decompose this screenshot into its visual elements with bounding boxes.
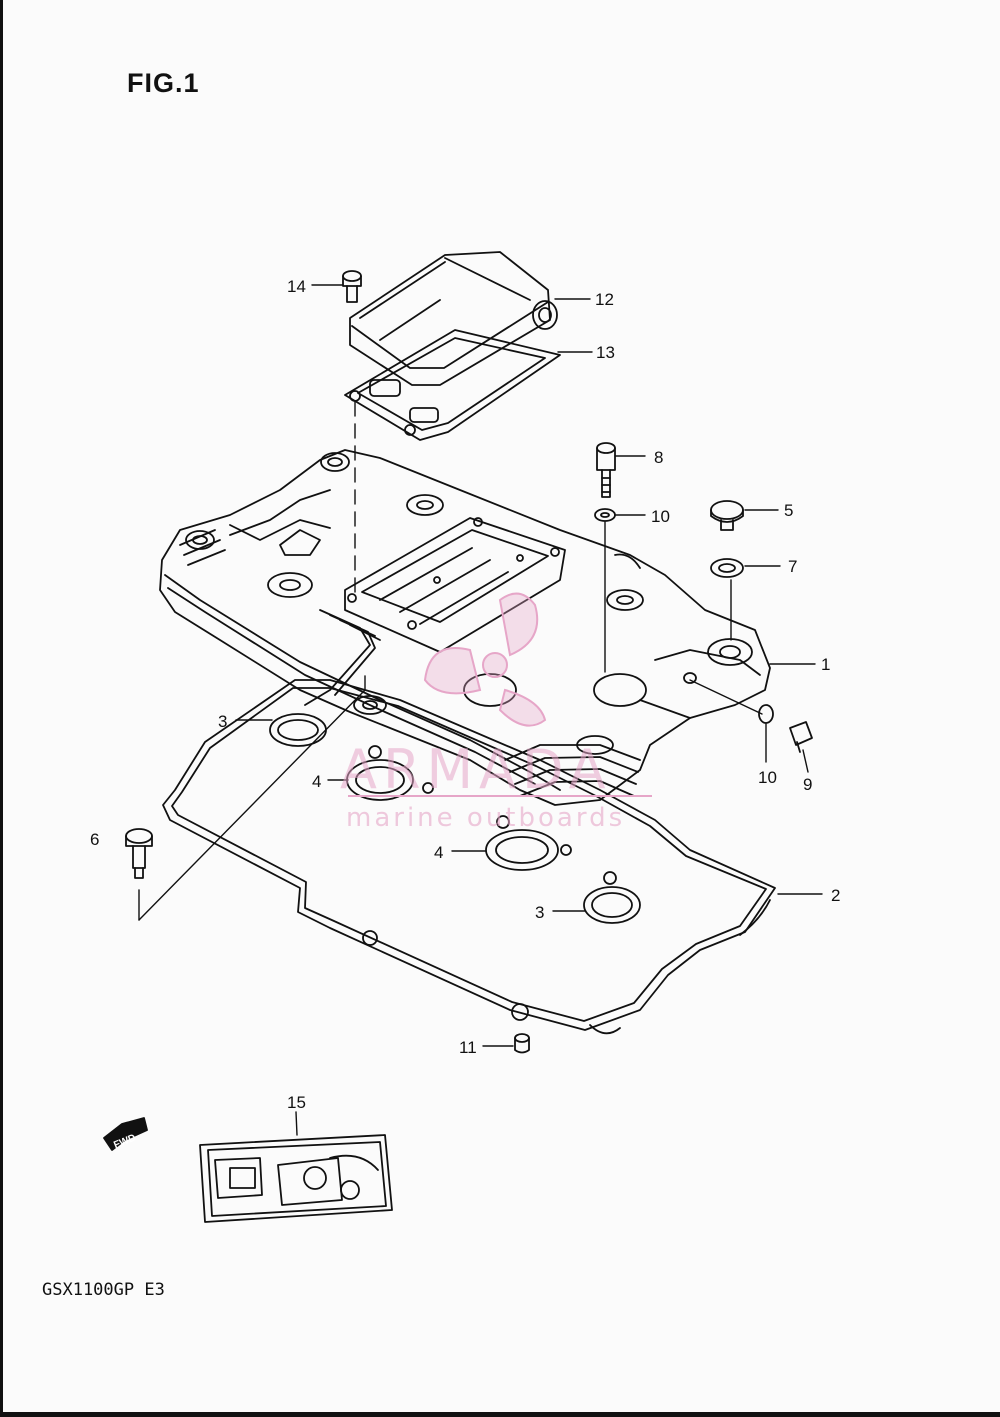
model-code: GSX1100GP E3 — [42, 1280, 165, 1300]
bolt-14-icon — [342, 270, 362, 303]
watermark: ARMADA marine outboards — [340, 592, 652, 833]
cylinder-head-cover — [159, 449, 771, 806]
watermark-tagline: marine outboards — [346, 803, 625, 833]
scan-edge-bottom — [0, 1412, 1000, 1417]
grommet-7-icon — [710, 558, 744, 578]
scan-edge-left — [0, 0, 3, 1417]
bolt-8-icon — [596, 442, 616, 498]
callout-15: 15 — [287, 1093, 306, 1112]
callout-10: 10 — [758, 768, 777, 787]
watermark-brand: ARMADA — [340, 738, 612, 801]
callout-13: 13 — [596, 343, 615, 362]
callout-4: 4 — [434, 843, 443, 862]
breather-plate — [344, 517, 566, 653]
dowel-pin-11-icon — [514, 1033, 530, 1054]
washer-10-side-icon — [758, 704, 774, 724]
callout-14: 14 — [287, 277, 306, 296]
callout-8: 8 — [654, 448, 663, 467]
callout-2: 2 — [831, 886, 840, 905]
callout-1: 1 — [821, 655, 830, 674]
figure-title: FIG.1 — [127, 68, 200, 98]
gasket-set-15-package — [199, 1134, 393, 1223]
callout-3: 3 — [535, 903, 544, 922]
forward-direction-arrow-icon — [103, 1117, 148, 1151]
callout-11: 11 — [459, 1038, 477, 1057]
callout-9: 9 — [803, 775, 812, 794]
callout-10: 10 — [651, 507, 670, 526]
seal-4-lower-icon — [485, 815, 572, 871]
propeller-logo-icon — [423, 592, 547, 727]
plug-9-icon — [789, 721, 813, 753]
breather-cover — [349, 251, 558, 386]
leader-lines — [138, 284, 823, 1136]
cap-5-icon — [710, 500, 744, 531]
callout-4: 4 — [312, 772, 321, 791]
cylinder-head-cover-gasket — [162, 679, 776, 1035]
callout-7: 7 — [788, 557, 797, 576]
callout-5: 5 — [784, 501, 793, 520]
o-ring-3-left-icon — [269, 713, 327, 747]
breather-cover-gasket — [344, 329, 561, 441]
o-ring-3-right-icon — [583, 871, 641, 924]
washer-10-top-hole — [600, 512, 610, 518]
bolt-6-icon — [125, 828, 153, 879]
washer-10-top-icon — [594, 508, 616, 522]
callout-12: 12 — [595, 290, 614, 309]
callout-6: 6 — [90, 830, 99, 849]
callout-3: 3 — [218, 712, 227, 731]
